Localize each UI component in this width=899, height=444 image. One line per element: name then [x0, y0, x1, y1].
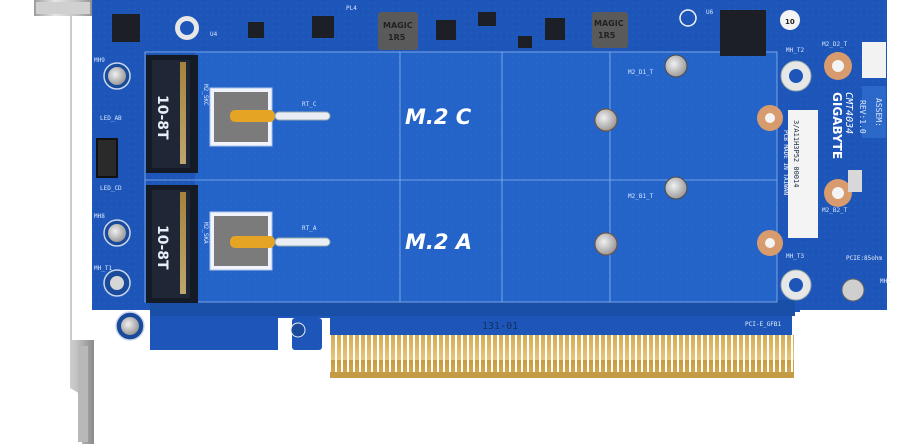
silk-m2-ska: M2_SKA	[202, 222, 209, 244]
rev-icon-text: 10	[785, 18, 795, 26]
copper-mounting-pads	[757, 52, 852, 256]
silk-mh2-top: MH_T2	[786, 47, 804, 54]
lower-connector-marking: 10-8T	[154, 225, 170, 270]
pcie-gold-fingers	[290, 318, 794, 378]
led-connector	[94, 126, 128, 184]
m2-connector-upper: 10-8T	[146, 55, 198, 173]
silk-m2-skc: M2_SKC	[202, 84, 209, 106]
silk-pl4: PL4	[346, 5, 357, 12]
silk-mh3: MH_T3	[786, 253, 804, 260]
inductor-1-bottom: 1R5	[388, 33, 406, 42]
slot-label-m2-a: M.2 A	[405, 230, 472, 254]
top-components	[112, 9, 800, 56]
silk-mh8: MH8	[94, 213, 105, 220]
silk-u4: U4	[210, 31, 218, 38]
pci-bracket	[34, 0, 94, 444]
mounting-screws	[103, 54, 865, 341]
edge-label: PCI-E_GFB1	[745, 321, 782, 328]
silk-mh2: MH2	[880, 278, 891, 285]
model-label: CMT4034	[843, 92, 854, 134]
thermal-sensor-upper	[209, 87, 331, 147]
serial-number: 3/A11H3P52 00014	[792, 120, 800, 187]
inductor-1-top: MAGIC	[383, 21, 413, 30]
pcb-board	[92, 0, 887, 350]
upper-connector-marking: 10-8T	[154, 95, 170, 140]
silk-m2-b2: M2_B2_T	[822, 207, 848, 214]
brand-label: GIGABYTE	[830, 92, 844, 159]
slot-label-m2-c: M.2 C	[405, 105, 472, 129]
silk-m2-d2: M2_D2_T	[822, 41, 848, 48]
silk-m2-d1: M2_D1_T	[628, 69, 654, 76]
silk-rt-c: RT_C	[302, 101, 317, 108]
silk-mh1: MH_T1	[94, 265, 112, 272]
made-in-label: PCB MADE IN TAIWAN	[782, 130, 789, 195]
revision-label: REV:1.0	[858, 100, 867, 134]
assem-label: ASSEM:	[874, 98, 883, 127]
silk-m2-b1: M2_B1_T	[628, 193, 654, 200]
assembly-sticker	[788, 42, 886, 238]
m2-connector-lower: 10-8T	[146, 185, 198, 303]
thermal-sensor-lower	[209, 211, 331, 271]
inductor-2-bottom: 1R5	[598, 31, 616, 40]
part-number: 131-01	[482, 321, 518, 332]
silk-u6: U6	[706, 9, 714, 16]
silk-rt-a: RT_A	[302, 225, 317, 232]
silk-led-ab: LED_AB	[100, 115, 122, 122]
silk-mh9: MH9	[94, 57, 105, 64]
impedance-label: PCIE:85ohm	[846, 255, 883, 262]
inductor-2-top: MAGIC	[594, 19, 624, 28]
silk-led-cd: LED_CD	[100, 185, 122, 192]
